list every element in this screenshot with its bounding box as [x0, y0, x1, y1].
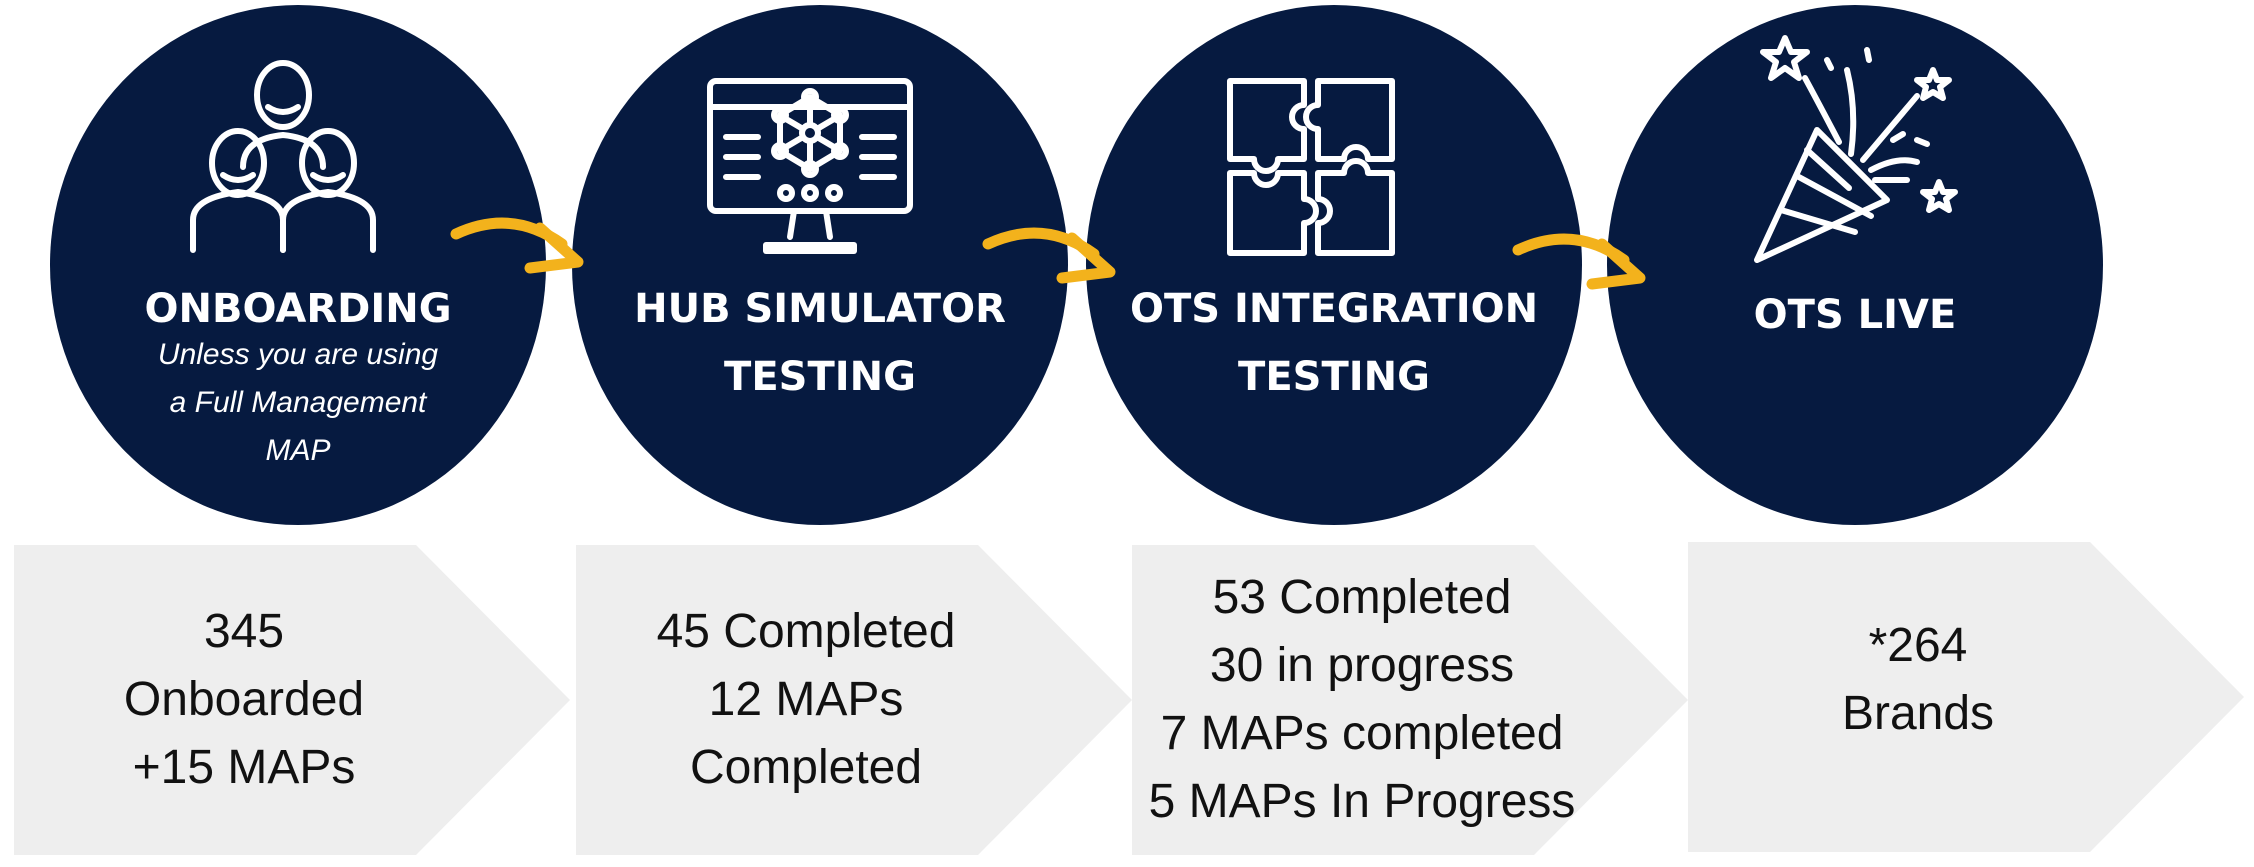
stage-hub-simulator-circle: HUB SIMULATOR TESTING: [572, 5, 1068, 525]
stat-line: 12 MAPs: [708, 673, 904, 726]
stage-ots-live-circle: OTS LIVE: [1607, 5, 2103, 525]
stats-chevron-ots-integration: 53 Completed 30 in progress 7 MAPs compl…: [1132, 545, 1692, 855]
stats-chevron-hub-simulator: 45 Completed 12 MAPs Completed: [576, 545, 1136, 855]
arrow-right-icon: [1512, 228, 1662, 294]
stage-note: Unless you are using: [157, 338, 439, 371]
arrow-right-icon: [982, 222, 1132, 288]
stage-title: TESTING: [724, 354, 916, 400]
stage-title: TESTING: [1238, 354, 1430, 400]
stats-chevron-onboarding: 345 Onboarded +15 MAPs: [14, 545, 574, 855]
puzzle-pieces-icon: [1226, 77, 1396, 257]
stat-line: 7 MAPs completed: [1160, 707, 1564, 760]
stage-ots-integration-circle: OTS INTEGRATION TESTING: [1086, 5, 1582, 525]
stage-onboarding-circle: ONBOARDING Unless you are using a Full M…: [50, 5, 546, 525]
stage-title: OTS INTEGRATION: [1129, 286, 1539, 332]
stat-line: Brands: [1841, 687, 1995, 740]
stat-line: Onboarded: [123, 673, 365, 726]
stage-title: OTS LIVE: [1753, 292, 1957, 338]
stat-line: *264: [1868, 619, 1968, 672]
stat-line: 45 Completed: [656, 605, 956, 658]
arrow-right-icon: [450, 212, 600, 278]
simulator-monitor-icon: [706, 77, 914, 257]
team-people-icon: [188, 55, 378, 255]
stat-line: 53 Completed: [1212, 571, 1512, 624]
party-popper-icon: [1747, 30, 1967, 270]
stat-line: 5 MAPs In Progress: [1148, 775, 1576, 828]
stage-note: a Full Management: [169, 386, 427, 419]
stage-title: HUB SIMULATOR: [634, 286, 1006, 332]
stat-line: 30 in progress: [1209, 639, 1515, 692]
stat-line: 345: [203, 605, 285, 658]
stat-line: Completed: [689, 741, 923, 794]
stage-title: ONBOARDING: [144, 286, 452, 332]
stage-note: MAP: [265, 434, 331, 467]
stats-chevron-ots-live: *264 Brands: [1688, 542, 2248, 852]
stat-line: +15 MAPs: [132, 741, 356, 794]
